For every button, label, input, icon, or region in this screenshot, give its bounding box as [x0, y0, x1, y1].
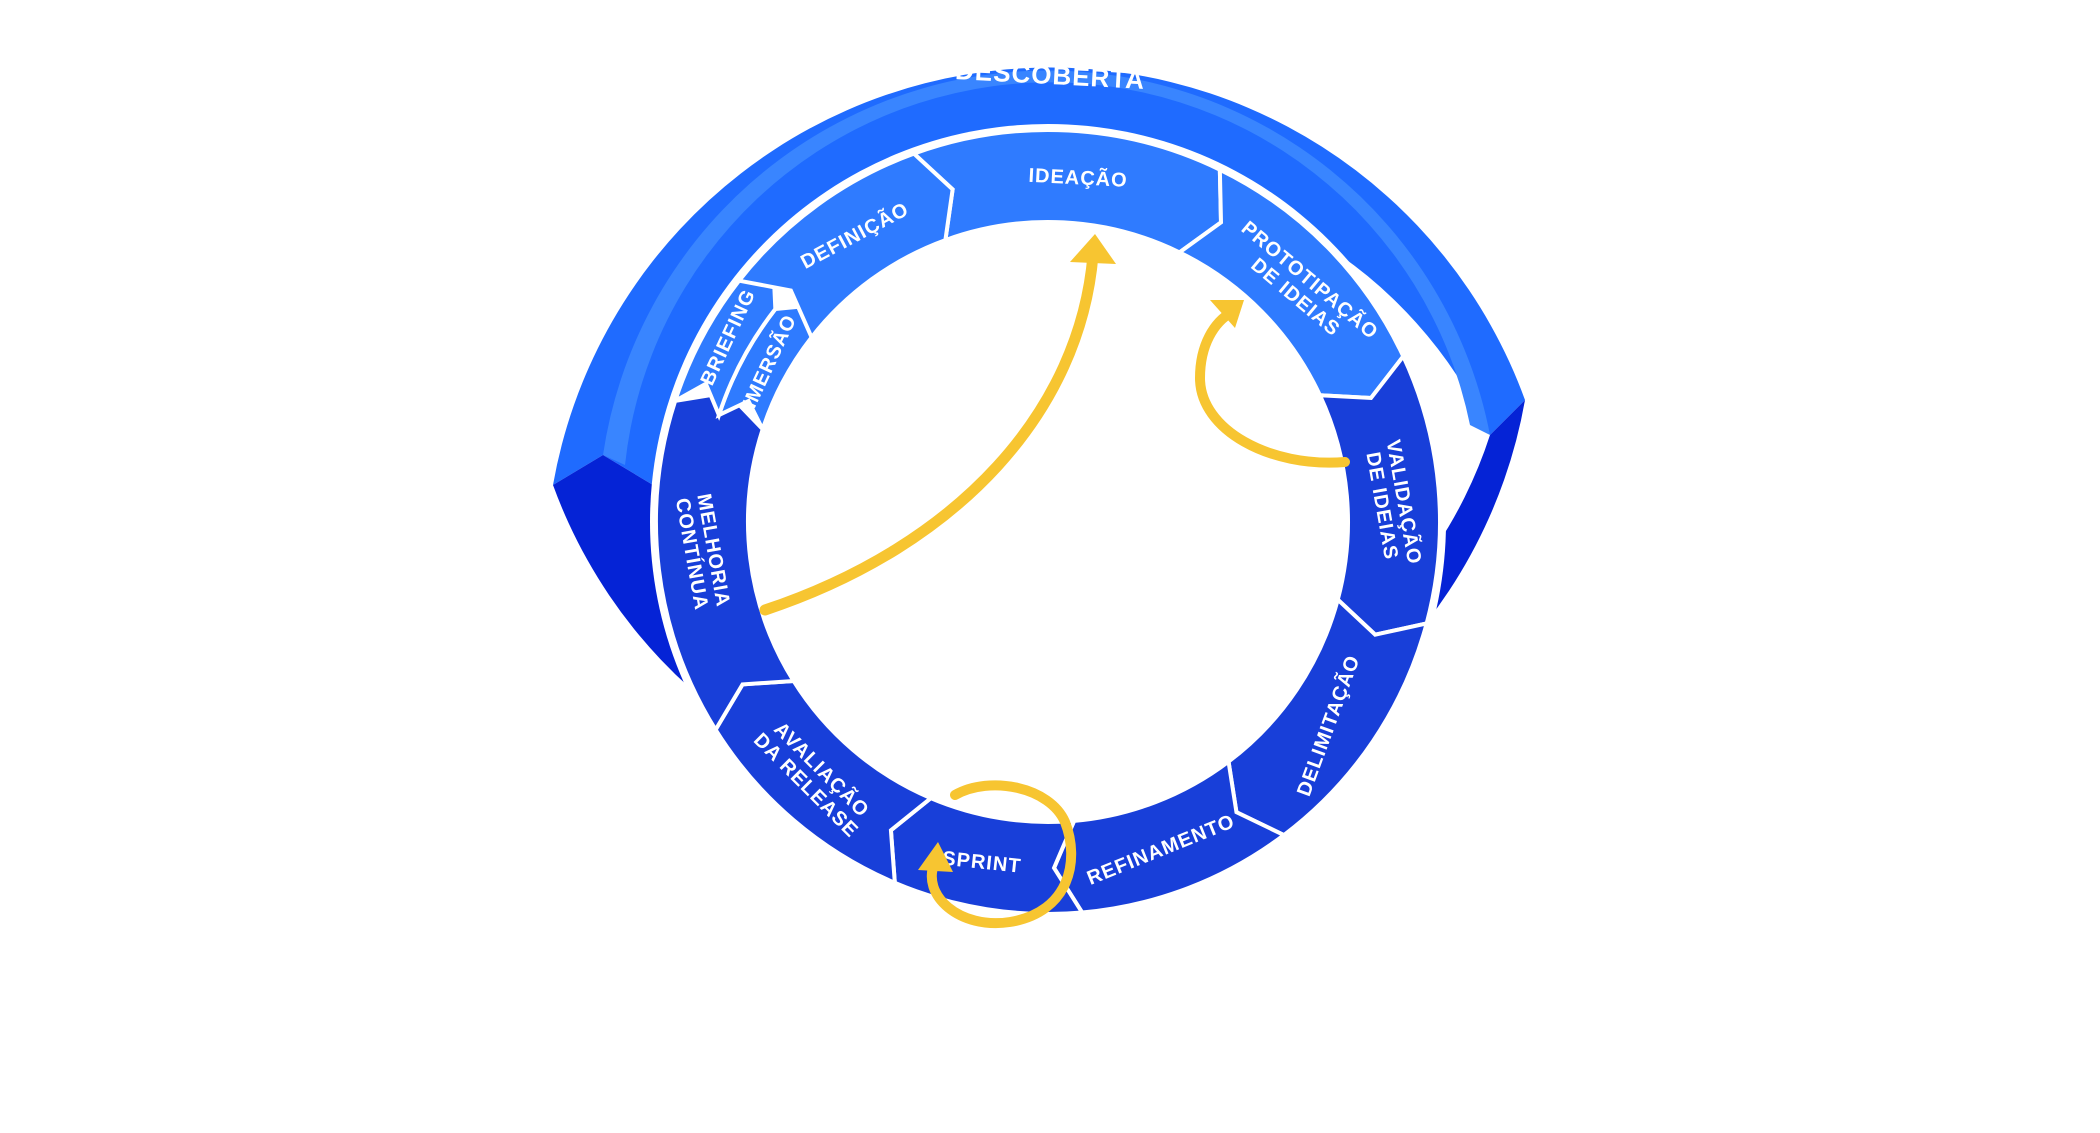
center-disc	[747, 221, 1349, 823]
arrow-melhoria-to-ideacao	[759, 249, 1099, 616]
arrow-sprint-loop	[926, 780, 1077, 929]
arrow-validacao-to-prototipacao	[1194, 307, 1350, 468]
arrowhead-sprint-icon	[918, 842, 953, 872]
segment-label-ideacao: IDEAÇÃO	[1028, 164, 1128, 192]
segment-label-line: IDEAÇÃO	[1028, 164, 1128, 192]
outer-ring-descoberta	[553, 67, 1525, 485]
arrowhead-prototipacao-icon	[1210, 300, 1244, 328]
arrows	[759, 234, 1350, 929]
ring-label-entrega: ENTREGA	[985, 956, 1119, 986]
arrowhead-ideacao-icon	[1070, 234, 1116, 264]
